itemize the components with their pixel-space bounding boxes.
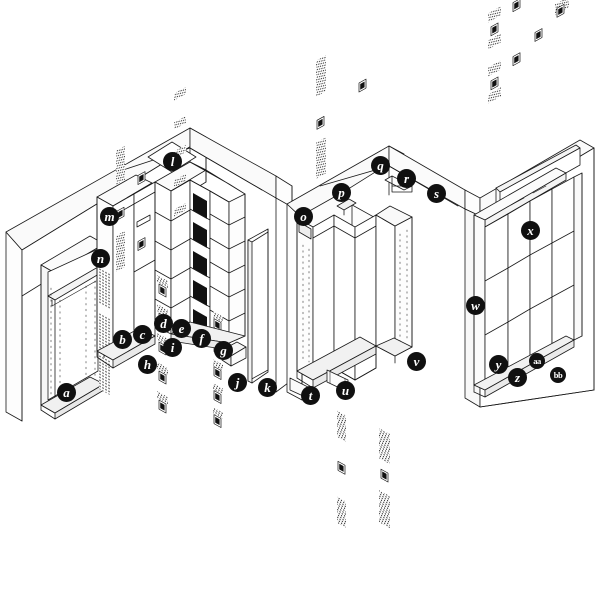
- callout-marker-bb[interactable]: bb: [550, 367, 566, 383]
- callout-marker-e[interactable]: e: [172, 319, 191, 338]
- callout-marker-a[interactable]: a: [57, 383, 76, 402]
- callout-marker-x[interactable]: x: [521, 221, 540, 240]
- callout-marker-i[interactable]: i: [163, 338, 182, 357]
- callout-marker-d[interactable]: d: [154, 314, 173, 333]
- callout-marker-c[interactable]: c: [133, 325, 152, 344]
- callout-marker-s[interactable]: s: [427, 184, 446, 203]
- callout-marker-o[interactable]: o: [294, 207, 313, 226]
- right-bank-three-tier: [473, 0, 583, 398]
- callout-marker-r[interactable]: r: [397, 169, 416, 188]
- callout-marker-w[interactable]: w: [466, 296, 485, 315]
- callout-marker-j[interactable]: j: [228, 373, 247, 392]
- callout-marker-n[interactable]: n: [91, 249, 110, 268]
- callout-marker-k[interactable]: k: [258, 378, 277, 397]
- callout-marker-z[interactable]: z: [508, 368, 527, 387]
- callout-marker-u[interactable]: u: [336, 381, 355, 400]
- callout-marker-l[interactable]: l: [163, 152, 182, 171]
- callout-marker-m[interactable]: m: [100, 207, 119, 226]
- callout-marker-t[interactable]: t: [301, 386, 320, 405]
- callout-marker-v[interactable]: v: [407, 352, 426, 371]
- end-panel-k: [247, 228, 269, 384]
- left-bank-single-tier: [96, 145, 156, 395]
- callout-marker-f[interactable]: f: [192, 329, 211, 348]
- callout-marker-h[interactable]: h: [138, 355, 157, 374]
- callout-marker-aa[interactable]: aa: [529, 353, 545, 369]
- callout-marker-p[interactable]: p: [332, 183, 351, 202]
- callout-marker-b[interactable]: b: [113, 330, 132, 349]
- callout-marker-y[interactable]: y: [489, 355, 508, 374]
- callout-marker-q[interactable]: q: [371, 156, 390, 175]
- callout-marker-g[interactable]: g: [214, 341, 233, 360]
- right-left-bank-single-tier: [289, 55, 413, 529]
